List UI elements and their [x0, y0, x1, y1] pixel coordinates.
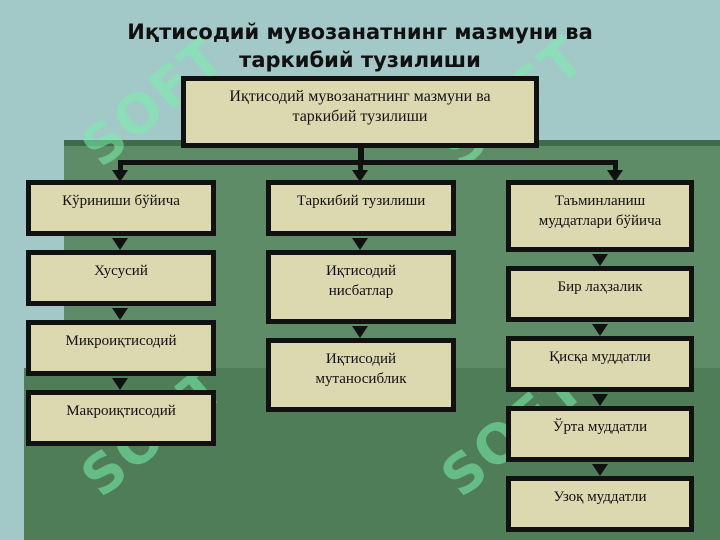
root-line1: Иқтисодий мувозанатнинг мазмуни ва: [229, 88, 491, 105]
leaf-box: Узоқ муддатли: [506, 476, 694, 532]
connector-horizontal: [118, 160, 618, 165]
arrow-down: [112, 378, 128, 390]
connector-right-down: [613, 160, 618, 172]
leaf-label: Макроиқтисодий: [66, 403, 176, 419]
branch-label-line2: муддатлари бўйича: [538, 213, 662, 229]
leaf-box: Макроиқтисодий: [26, 390, 216, 446]
leaf-box: Иқтисодий нисбатлар: [266, 250, 456, 324]
arrow-down: [592, 464, 608, 476]
leaf-box: Бир лаҳзалик: [506, 266, 694, 322]
branch-label: Кўриниши бўйича: [62, 193, 180, 209]
connector-root-down: [358, 146, 364, 162]
page-title-line1: Иқтисодий мувозанатнинг мазмуни ва: [127, 20, 593, 44]
arrow-down: [112, 238, 128, 250]
diagram-root-box: Иқтисодий мувозанатнинг мазмуни ва тарки…: [181, 76, 539, 148]
arrow-down: [112, 308, 128, 320]
leaf-box: Ўрта муддатли: [506, 406, 694, 462]
leaf-box: Иқтисодий мутаносиблик: [266, 338, 456, 412]
branch-label-line1: Таъминланиш: [554, 193, 646, 209]
branch-box-left: Кўриниши бўйича: [26, 180, 216, 236]
leaf-box: Микроиқтисодий: [26, 320, 216, 376]
leaf-box: Хусусий: [26, 250, 216, 306]
connector-left-down: [118, 160, 123, 172]
leaf-label: Қисқа муддатли: [549, 349, 651, 365]
leaf-label: Ўрта муддатли: [552, 419, 648, 435]
leaf-label: Бир лаҳзалик: [557, 279, 643, 295]
branch-box-center: Таркибий тузилиши: [266, 180, 456, 236]
leaf-label-line2: мутаносиблик: [315, 371, 407, 387]
page-title-line2: таркибий тузилиши: [239, 48, 481, 72]
leaf-label-line1: Иқтисодий: [325, 351, 397, 367]
leaf-label: Узоқ муддатли: [553, 489, 647, 505]
arrow-right-branch: [607, 170, 623, 182]
branch-box-right: Таъминланиш муддатлари бўйича: [506, 180, 694, 252]
page-title: Иқтисодий мувозанатнинг мазмуни ва тарки…: [0, 18, 720, 74]
root-line2: таркибий тузилиши: [292, 108, 428, 125]
leaf-label: Микроиқтисодий: [65, 333, 177, 349]
leaf-label: Хусусий: [94, 263, 148, 279]
leaf-box: Қисқа муддатли: [506, 336, 694, 392]
arrow-down: [352, 326, 368, 338]
arrow-down: [352, 238, 368, 250]
branch-label: Таркибий тузилиши: [296, 193, 426, 209]
arrow-left-branch: [112, 170, 128, 182]
connector-center-down: [358, 160, 363, 172]
leaf-label-line2: нисбатлар: [328, 283, 394, 299]
arrow-center-branch: [352, 170, 368, 182]
leaf-label-line1: Иқтисодий: [325, 263, 397, 279]
arrow-down: [592, 324, 608, 336]
arrow-down: [592, 394, 608, 406]
arrow-down: [592, 254, 608, 266]
